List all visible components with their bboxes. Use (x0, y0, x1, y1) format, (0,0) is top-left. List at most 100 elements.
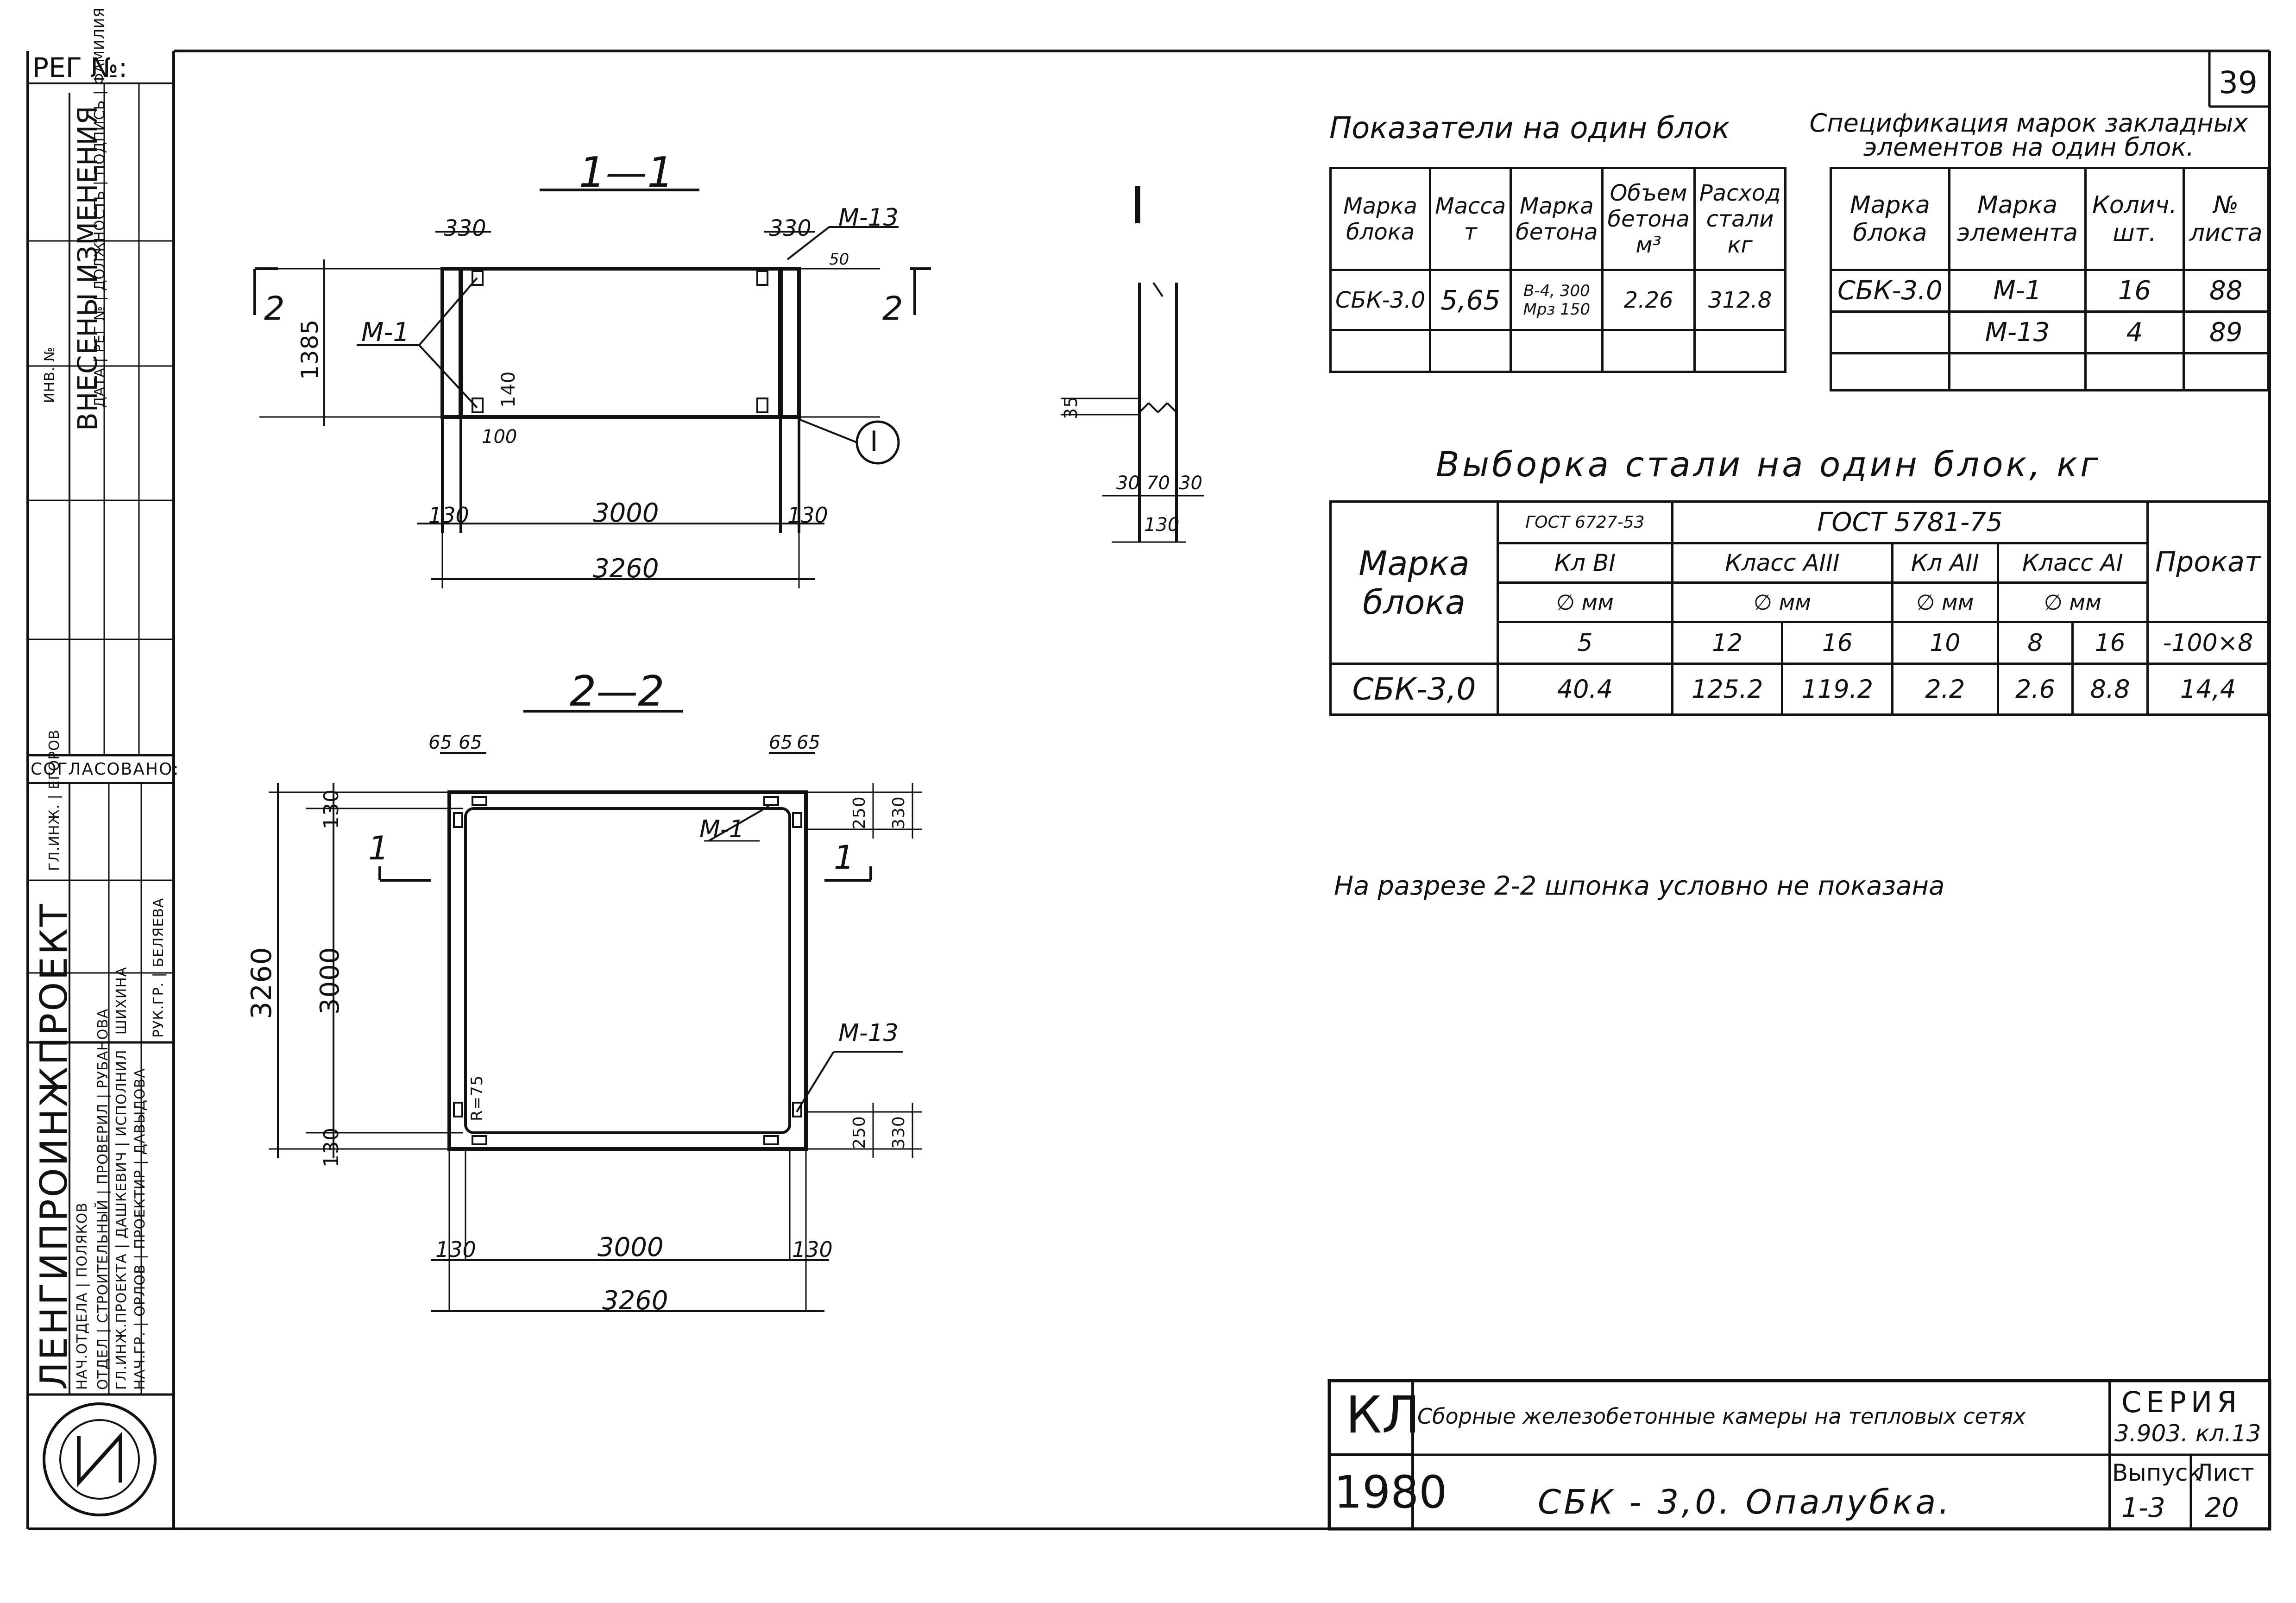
ind-cell-concrete: В-4, 300 Мрз 150 (1510, 269, 1604, 331)
section-note: На разрезе 2-2 шпонка условно не показан… (1334, 871, 1945, 901)
spec-cell-sheet-m13: 89 (2182, 310, 2270, 354)
steel-class-bi: Кл BI (1497, 542, 1673, 584)
spec-cell-qty-m13: 4 (2084, 310, 2185, 354)
section-22-title: 2—2 (570, 667, 665, 716)
steel-dia-ai: ∅ мм (1996, 581, 2149, 623)
spec-empty-2 (1948, 352, 2087, 391)
s11-dim-330-left: 330 (444, 215, 486, 241)
series-label: СЕРИЯ (2121, 1385, 2242, 1419)
steel-title: Выборка стали на один блок, кг (1436, 445, 2101, 485)
spec-cell-m1: М-1 (1948, 269, 2087, 313)
soglasovano-label: СОГЛАСОВАНО: (31, 760, 180, 779)
emblem-ring (43, 1402, 157, 1516)
drawing-title: СБК - 3,0. Опалубка. (1538, 1483, 1952, 1521)
s22-dim-130-right: 130 (792, 1237, 833, 1262)
spec-cell-sheet-m1: 88 (2182, 269, 2270, 313)
steel-class-ai: Класс AI (1996, 542, 2149, 584)
steel-header-block: Марка блока (1329, 500, 1499, 665)
s22-label-m13: М-13 (838, 1019, 899, 1047)
s22-label-m1: М-1 (699, 815, 744, 843)
spec-header-qty: Колич. шт. (2084, 167, 2185, 271)
s11-dim-3260: 3260 (593, 554, 659, 584)
s22-dim-3000: 3000 (598, 1232, 664, 1262)
ind-empty-5 (1693, 329, 1787, 373)
spec-header-element: Марка элемента (1948, 167, 2087, 271)
spec-cell-qty-m1: 16 (2084, 269, 2185, 313)
detail-dim-130: 130 (1144, 514, 1180, 536)
steel-row-v3: 119.2 (1781, 663, 1894, 716)
steel-dia-aiii: ∅ мм (1671, 581, 1894, 623)
steel-gost2: ГОСТ 5781-75 (1671, 500, 2149, 544)
steel-d-8: 8 (1996, 621, 2074, 665)
title-description: Сборные железобетонные камеры на тепловы… (1417, 1404, 2026, 1429)
ind-cell-steel: 312.8 (1693, 269, 1787, 331)
ind-header-block: Марка блока (1329, 167, 1432, 271)
s11-dim-130-right: 130 (787, 503, 828, 528)
s22-dim-65-a: 65 (428, 732, 452, 753)
steel-row-block: СБК-3,0 (1329, 663, 1499, 716)
spec-empty-4 (2182, 352, 2270, 391)
s22-dim-3260: 3260 (602, 1286, 668, 1316)
s11-dim-100: 100 (482, 426, 517, 448)
spec-cell-block: СБК-3.0 (1830, 269, 1950, 313)
ind-cell-block: СБК-3.0 (1329, 269, 1432, 331)
s22-dim-65-d: 65 (797, 732, 820, 753)
steel-row-v4: 2.2 (1891, 663, 1999, 716)
spec-header-block: Марка блока (1830, 167, 1950, 271)
ind-empty-3 (1510, 329, 1604, 373)
spec-header-sheet: № листа (2182, 167, 2270, 271)
steel-d-10: 10 (1891, 621, 1999, 665)
steel-d-16b: 16 (2071, 621, 2149, 665)
steel-gost1: ГОСТ 6727-53 (1497, 500, 1673, 544)
steel-row-v1: 40.4 (1497, 663, 1673, 716)
series-value: 3.903. кл.13 (2114, 1420, 2261, 1447)
ind-header-concrete: Марка бетона (1510, 167, 1604, 271)
issue-label: Выпуск (2112, 1459, 2202, 1486)
title-year: 1980 (1334, 1466, 1447, 1518)
steel-dia-bi: ∅ мм (1497, 581, 1673, 623)
spec-title: Спецификация марок закладных элементов н… (1809, 108, 2248, 162)
spec-empty-1 (1830, 352, 1950, 391)
spec-cell-m13: М-13 (1948, 310, 2087, 354)
detail-dim-70: 70 (1146, 473, 1170, 494)
s11-callout-label: I (870, 425, 878, 458)
steel-class-aii: Кл AII (1891, 542, 1999, 584)
s22-cut-right: 1 (834, 839, 855, 877)
spec-empty-3 (2084, 352, 2185, 391)
indicators-title: Показатели на один блок (1329, 111, 1730, 145)
page-number: 39 (2219, 65, 2258, 101)
steel-class-aiii: Класс AIII (1671, 542, 1894, 584)
ind-header-volume: Объем бетона м³ (1601, 167, 1696, 271)
ind-header-steel: Расход стали кг (1693, 167, 1787, 271)
s22-dim-65-b: 65 (459, 732, 482, 753)
steel-d-12: 12 (1671, 621, 1784, 665)
s11-dim-3000: 3000 (593, 498, 659, 528)
s11-cut-right: 2 (882, 290, 903, 328)
detail-dim-30-right: 30 (1179, 473, 1202, 494)
steel-row-v6: 8.8 (2071, 663, 2149, 716)
s11-dim-330-right: 330 (769, 215, 811, 241)
s22-dim-65-c: 65 (769, 732, 793, 753)
ind-empty-2 (1429, 329, 1512, 373)
s11-cut-left: 2 (264, 290, 285, 328)
ind-empty-4 (1601, 329, 1696, 373)
s22-dim-130-left: 130 (435, 1237, 476, 1262)
steel-row-v2: 125.2 (1671, 663, 1784, 716)
steel-dia-aii: ∅ мм (1891, 581, 1999, 623)
spec-cell-block-2 (1830, 310, 1950, 354)
steel-d-16a: 16 (1781, 621, 1894, 665)
detail-title: I (1130, 176, 1145, 235)
steel-row-v7: 14,4 (2146, 663, 2270, 716)
steel-d-rolled: -100×8 (2146, 621, 2270, 665)
indicators-table: Марка блока Масса т Марка бетона Объем б… (1329, 167, 1787, 373)
sheet-value: 20 (2205, 1492, 2239, 1523)
title-code: КЛ (1346, 1385, 1420, 1445)
s11-label-m1: М-1 (361, 317, 410, 347)
ind-empty-1 (1329, 329, 1432, 373)
sheet-label: Лист (2195, 1459, 2254, 1486)
